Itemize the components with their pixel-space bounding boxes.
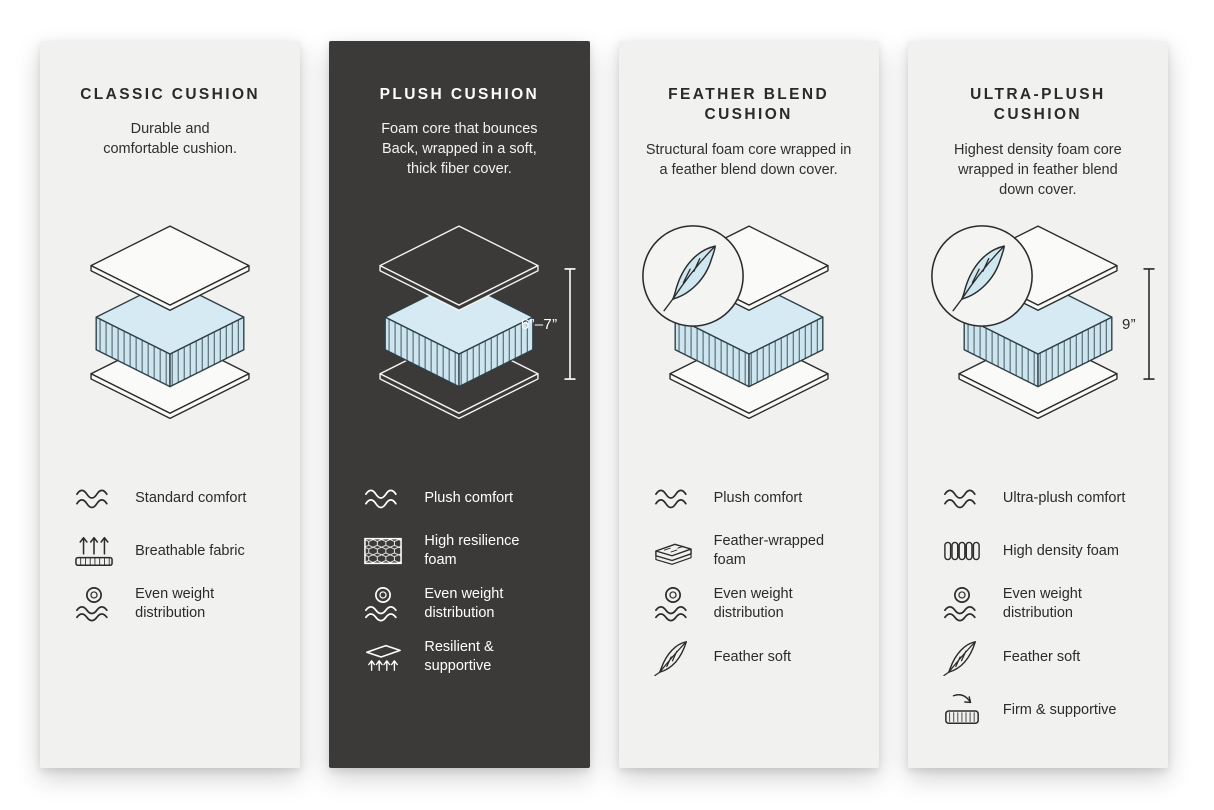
feature-label: Even weight distribution <box>135 586 215 621</box>
feature-row: Feather soft <box>650 637 848 677</box>
card-header: ULTRA-PLUSH CUSHION Highest density foam… <box>908 41 1168 199</box>
feature-label: Feather soft <box>1002 648 1081 665</box>
feature-row: Feather soft <box>939 637 1137 677</box>
feather-icon <box>939 638 985 676</box>
feature-label: Even weight distribution <box>1002 586 1082 621</box>
card-title: FEATHER BLEND CUSHION <box>668 86 830 124</box>
waves-icon <box>360 479 406 517</box>
feather-foam-icon <box>650 532 696 570</box>
card-classic-cushion: CLASSIC CUSHION Durable and comfortable … <box>40 41 301 768</box>
waves-icon <box>650 479 696 517</box>
feature-row: Plush comfort <box>650 478 848 518</box>
feature-list: Standard comfort Breathable fabric Even … <box>71 478 269 637</box>
card-feather-blend-cushion: FEATHER BLEND CUSHION Structural foam co… <box>618 41 879 768</box>
feature-row: Standard comfort <box>71 478 269 518</box>
feature-row: Resilient & supportive <box>360 637 558 677</box>
waves-icon <box>939 479 985 517</box>
feature-row: High density foam <box>939 531 1137 571</box>
feather-badge-icon <box>640 223 746 329</box>
cushion-illustration <box>67 199 273 445</box>
feather-badge-icon <box>929 223 1035 329</box>
resilient-icon <box>360 638 406 676</box>
feature-label: High density foam <box>1002 542 1119 559</box>
card-description: Highest density foam core wrapped in fea… <box>954 141 1122 198</box>
feature-label: Plush comfort <box>713 489 803 506</box>
feature-label: Resilient & supportive <box>424 639 494 674</box>
breathable-icon <box>71 532 117 570</box>
feature-row: Firm & supportive <box>939 690 1137 730</box>
feature-row: High resilience foam <box>360 531 558 571</box>
cushion-illustration <box>646 199 852 445</box>
feature-list: Plush comfort High resilience foam Even … <box>360 478 558 690</box>
height-measurement: 6”–7” <box>521 265 579 383</box>
feature-label: Breathable fabric <box>135 542 245 559</box>
even-weight-icon <box>360 585 406 623</box>
height-label: 9” <box>1121 315 1136 333</box>
foam-cells-icon <box>939 532 985 570</box>
feature-row: Feather-wrapped foam <box>650 531 848 571</box>
card-title: PLUSH CUSHION <box>379 86 540 103</box>
honeycomb-icon <box>360 532 406 570</box>
cushion-layers-icon <box>67 221 273 420</box>
card-title: CLASSIC CUSHION <box>80 86 261 103</box>
feature-label: Plush comfort <box>424 489 514 506</box>
feature-label: High resilience foam <box>424 533 520 568</box>
feature-label: Standard comfort <box>135 489 247 506</box>
feature-row: Even weight distribution <box>939 584 1137 624</box>
card-ultra-plush-cushion: ULTRA-PLUSH CUSHION Highest density foam… <box>907 41 1168 768</box>
feature-row: Even weight distribution <box>71 584 269 624</box>
feature-list: Ultra-plush comfort High density foam Ev… <box>939 478 1137 743</box>
card-header: CLASSIC CUSHION Durable and comfortable … <box>40 41 300 199</box>
height-label: 6”–7” <box>520 315 558 333</box>
height-measurement: 9” <box>1122 265 1157 383</box>
feature-label: Ultra-plush comfort <box>1002 489 1126 506</box>
waves-icon <box>71 479 117 517</box>
card-title: ULTRA-PLUSH CUSHION <box>970 86 1106 124</box>
card-description: Durable and comfortable cushion. <box>103 121 238 158</box>
feature-row: Ultra-plush comfort <box>939 478 1137 518</box>
card-header: PLUSH CUSHION Foam core that bounces Bac… <box>329 41 589 199</box>
measure-line-icon <box>1141 265 1157 383</box>
even-weight-icon <box>650 585 696 623</box>
even-weight-icon <box>71 585 117 623</box>
card-description: Structural foam core wrapped in a feathe… <box>645 141 852 178</box>
feature-row: Even weight distribution <box>360 584 558 624</box>
card-plush-cushion: PLUSH CUSHION Foam core that bounces Bac… <box>329 41 590 768</box>
firm-icon <box>939 691 985 729</box>
feature-list: Plush comfort Feather-wrapped foam Even … <box>650 478 848 690</box>
feature-label: Even weight distribution <box>424 586 504 621</box>
feature-label: Feather soft <box>713 648 791 665</box>
cushion-illustration: 6”–7” <box>356 199 562 445</box>
feature-label: Feather-wrapped foam <box>713 533 825 568</box>
card-row: CLASSIC CUSHION Durable and comfortable … <box>40 41 1168 768</box>
feature-label: Firm & supportive <box>1002 701 1117 718</box>
feature-row: Even weight distribution <box>650 584 848 624</box>
feature-row: Breathable fabric <box>71 531 269 571</box>
measure-line-icon <box>562 265 578 383</box>
feather-icon <box>650 638 696 676</box>
card-header: FEATHER BLEND CUSHION Structural foam co… <box>619 41 879 199</box>
card-description: Foam core that bounces Back, wrapped in … <box>381 121 538 178</box>
feature-row: Plush comfort <box>360 478 558 518</box>
cushion-illustration: 9” <box>935 199 1141 445</box>
even-weight-icon <box>939 585 985 623</box>
feature-label: Even weight distribution <box>713 586 793 621</box>
